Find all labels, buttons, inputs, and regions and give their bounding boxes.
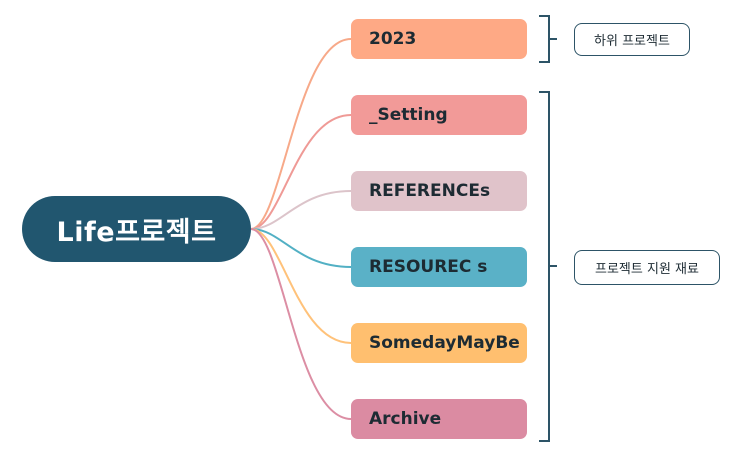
branch-connector <box>250 190 352 230</box>
branch-topic-resources[interactable]: RESOUREC s <box>351 247 527 287</box>
branch-topic-setting[interactable]: _Setting <box>351 95 527 135</box>
branch-connector <box>250 228 352 420</box>
branch-topic-references[interactable]: REFERENCEs <box>351 171 527 211</box>
branch-connector <box>250 38 352 230</box>
branch-connector <box>250 228 352 344</box>
summary-note-support-materials[interactable]: 프로젝트 지원 재료 <box>574 250 720 285</box>
summary-note-subprojects[interactable]: 하위 프로젝트 <box>574 23 690 56</box>
summary-bracket-2 <box>539 91 557 442</box>
summary-bracket-1 <box>539 15 557 63</box>
branch-connector <box>250 114 352 230</box>
root-topic[interactable]: Life프로젝트 <box>22 196 251 262</box>
branch-topic-someday-maybe[interactable]: SomedayMayBe <box>351 323 527 363</box>
branch-topic-2023[interactable]: 2023 <box>351 19 527 59</box>
branch-topic-archive[interactable]: Archive <box>351 399 527 439</box>
branch-connector <box>250 228 352 268</box>
